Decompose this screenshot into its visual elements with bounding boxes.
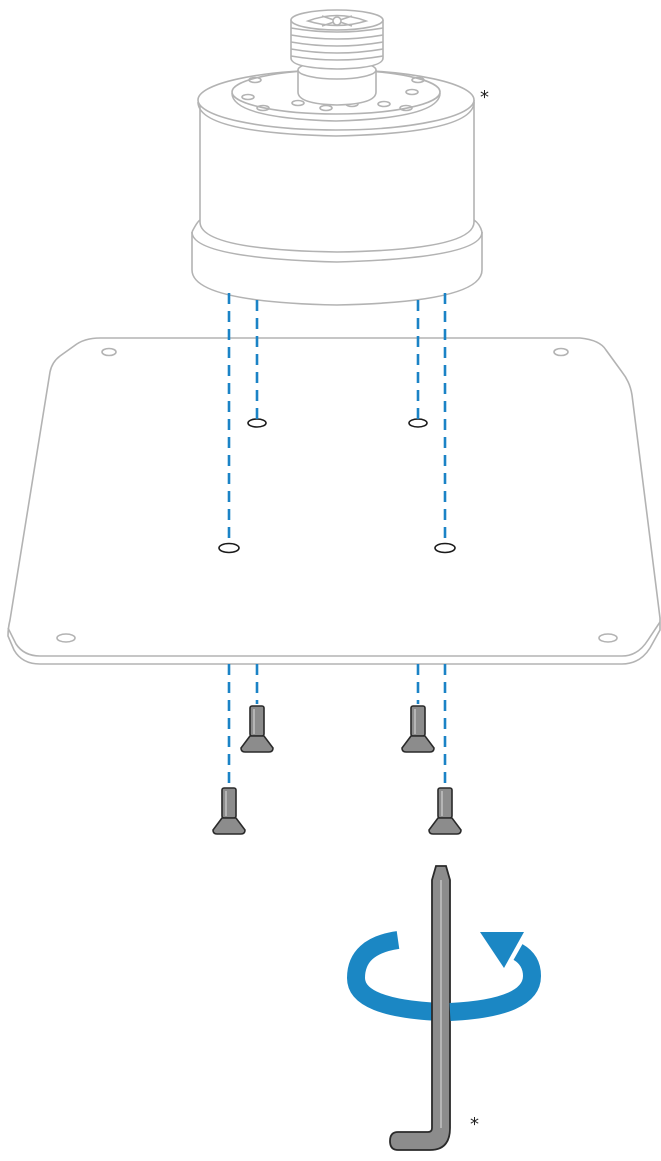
screw-front-left [212, 787, 246, 835]
hole-rear-right [408, 418, 428, 428]
screw-front-right [428, 787, 462, 835]
hole-front-right [434, 542, 456, 554]
screw-rear-right [401, 705, 435, 753]
hole-rear-left [247, 418, 267, 428]
mounting-flange-icon [191, 9, 483, 306]
rotation-arrow-icon [346, 931, 441, 1021]
mounting-plate-icon [7, 337, 661, 665]
countersunk-screw-icon [212, 705, 462, 835]
footnote-marker-bottom: * [470, 1114, 479, 1135]
hex-key-icon [389, 865, 451, 1151]
rotation-arrow-head [480, 932, 524, 968]
plate-mounting-holes [218, 418, 456, 554]
screw-rear-left [240, 705, 274, 753]
hole-front-left [218, 542, 240, 554]
rotation-arrow-front [449, 932, 542, 1021]
alignment-guide-lines [227, 293, 447, 786]
footnote-marker-top: * [480, 87, 489, 108]
